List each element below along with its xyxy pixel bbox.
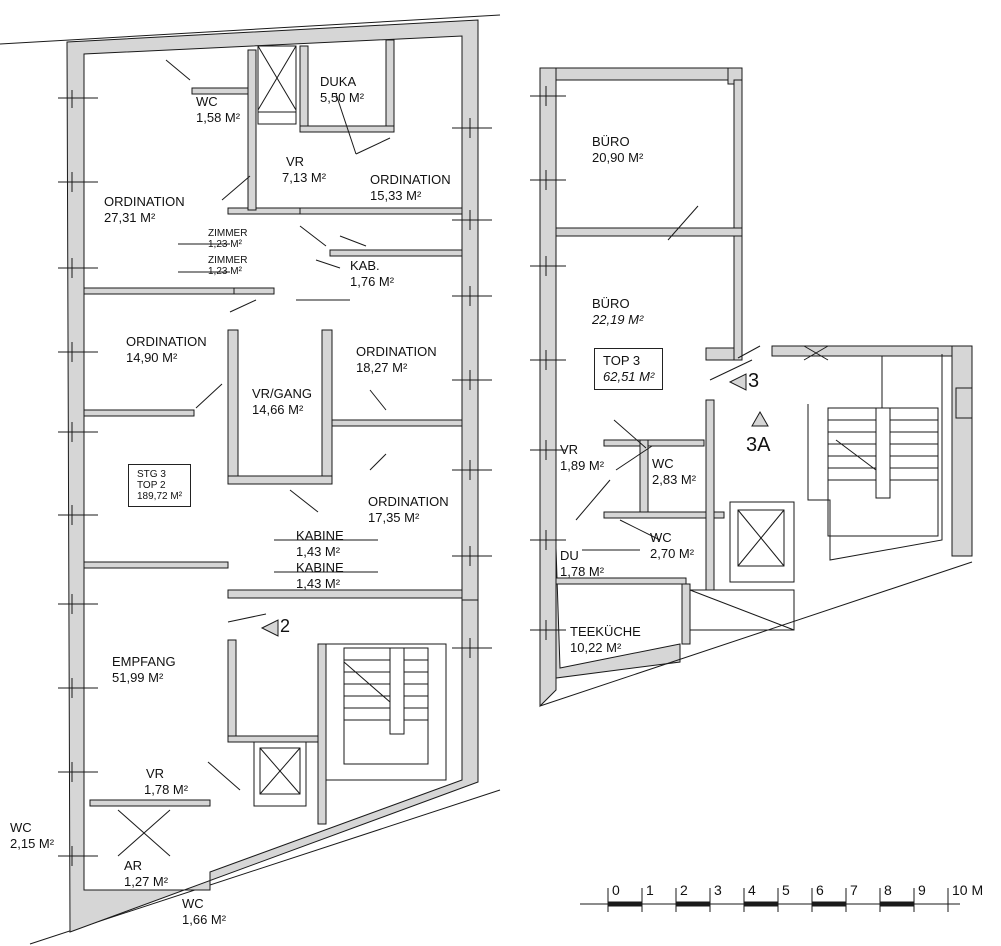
elevator-left (253, 741, 307, 807)
stairs-left (325, 643, 447, 781)
doors-right (575, 205, 829, 551)
scale-label: 6 (816, 882, 824, 898)
wall (681, 583, 691, 645)
wall (83, 409, 195, 417)
wall (89, 799, 211, 807)
wall (705, 347, 735, 361)
wall (603, 511, 725, 519)
wall (733, 79, 743, 361)
wall (227, 589, 463, 599)
right-bottom-line (539, 561, 973, 707)
wall (227, 475, 333, 485)
stair-number: 3 (748, 370, 760, 392)
shaft-cross (257, 45, 297, 111)
stair-number: 2 (280, 616, 291, 636)
unit-summary-box: STG 3 TOP 2 189,72 M² (128, 464, 192, 507)
windows-right-unit (530, 86, 973, 640)
scale-label: 2 (680, 882, 688, 898)
wall (317, 643, 327, 825)
elevator-right (689, 501, 795, 631)
scale-label: 1 (646, 882, 654, 898)
scale-label: 5 (782, 882, 790, 898)
wall (555, 227, 743, 237)
wall (299, 207, 463, 215)
wall (83, 287, 235, 295)
windows-left (58, 90, 98, 866)
shaft (257, 111, 297, 125)
wall (227, 329, 239, 477)
wall (555, 577, 687, 585)
scale-bar-graphic (580, 888, 960, 912)
scale-label: 0 (612, 882, 620, 898)
wall (385, 39, 395, 131)
stair-arrow-right-3a (751, 410, 769, 427)
wall (321, 329, 333, 477)
wall (233, 287, 275, 295)
wall (329, 419, 463, 427)
stairs-right (807, 354, 943, 561)
wall (705, 399, 715, 591)
unit-summary-box: TOP 3 62,51 M² (594, 348, 664, 390)
windows-right (452, 118, 492, 658)
wall (329, 249, 463, 257)
wall (299, 45, 309, 131)
wall (603, 439, 705, 447)
left-outer-wall (66, 19, 479, 933)
wall (227, 639, 237, 737)
stair-number: 3A (746, 434, 771, 456)
scale-label: 3 (714, 882, 722, 898)
stair-arrow-left (260, 619, 279, 637)
wall (951, 345, 973, 557)
scale-label: 4 (748, 882, 756, 898)
scale-label: 9 (918, 882, 926, 898)
scale-label: 7 (850, 882, 858, 898)
wall (191, 87, 249, 95)
scale-label: 8 (884, 882, 892, 898)
scale-label: 10 M (952, 882, 984, 898)
wall (247, 49, 257, 211)
wall (83, 561, 229, 569)
stair-arrow-right (728, 373, 747, 391)
doors-left (117, 59, 391, 857)
wall (227, 735, 319, 743)
room-label-kab: KAB.1,76 M² (350, 258, 395, 289)
site-line-top (0, 14, 501, 45)
